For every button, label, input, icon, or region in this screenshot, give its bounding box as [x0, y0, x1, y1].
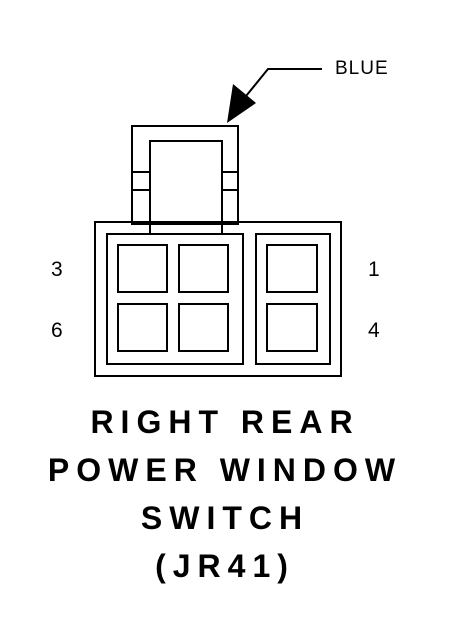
terminal-6 — [117, 303, 168, 352]
latch-inner — [149, 140, 223, 235]
terminal-4 — [266, 303, 318, 352]
connector-body — [94, 221, 342, 377]
left-cavity-group — [106, 233, 244, 365]
terminal-1 — [266, 244, 318, 293]
leader-line — [241, 68, 322, 102]
pin-label-4: 4 — [368, 319, 380, 342]
title-line-2: POWER WINDOW — [47, 452, 403, 488]
latch-outer — [131, 125, 239, 225]
terminal-3 — [117, 244, 168, 293]
leader-arrow-icon — [227, 84, 256, 123]
right-cavity-group — [255, 233, 331, 365]
pin-label-6: 6 — [51, 319, 63, 342]
terminal-5 — [178, 303, 229, 352]
diagram-title: RIGHT REAR POWER WINDOW SWITCH (JR41) — [0, 398, 450, 590]
pin-label-1: 1 — [368, 258, 380, 281]
title-line-4: (JR41) — [155, 548, 295, 584]
wire-color-label: BLUE — [335, 58, 389, 79]
title-line-1: RIGHT REAR — [90, 404, 360, 440]
wire-leader — [227, 68, 322, 123]
terminal-2 — [178, 244, 229, 293]
pin-label-3: 3 — [51, 258, 63, 281]
title-line-3: SWITCH — [140, 500, 310, 536]
